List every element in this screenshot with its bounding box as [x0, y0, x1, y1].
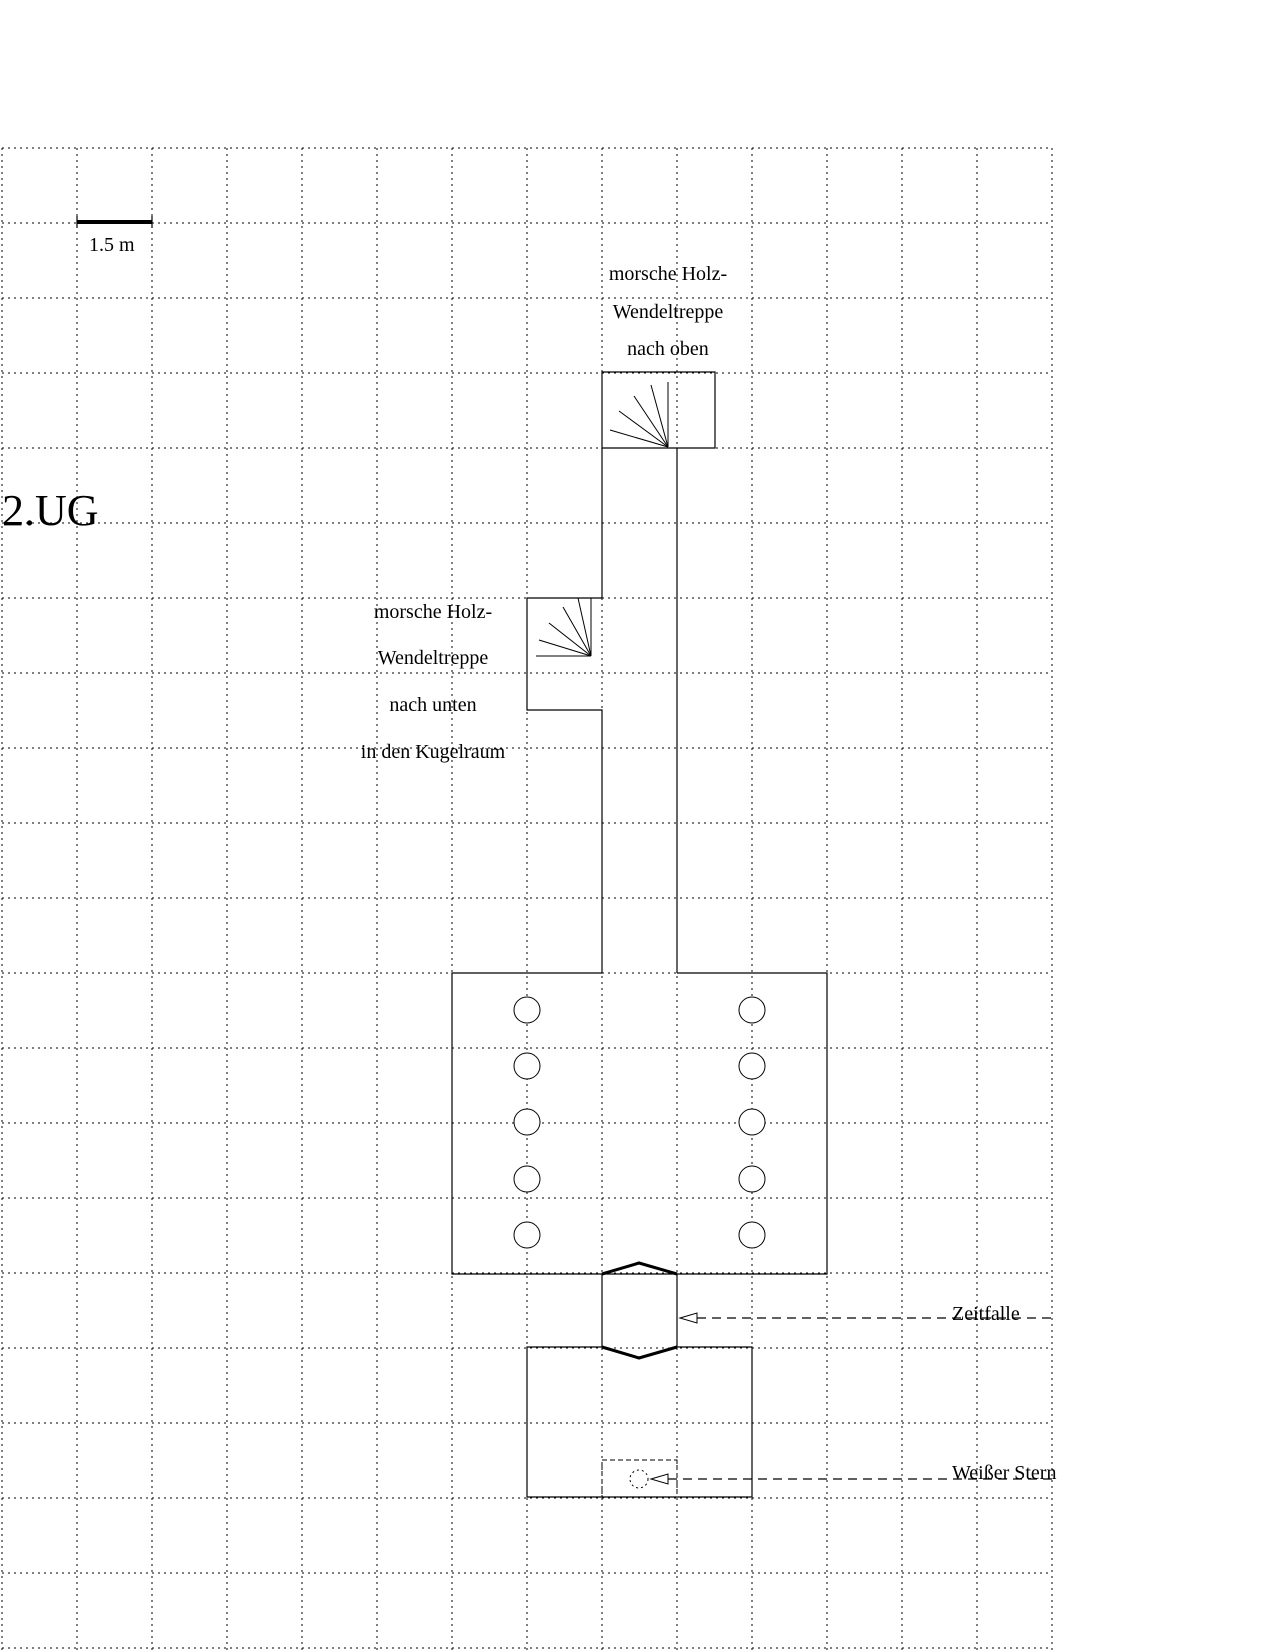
corridor-left-wall — [526, 448, 603, 973]
pillars — [513, 996, 766, 1249]
time-trap-label: Zeitfalle — [952, 1303, 1020, 1325]
level-label: 2.UG — [2, 486, 99, 535]
upper-stair-fan — [609, 382, 669, 448]
pillar — [513, 1052, 541, 1080]
time-trap-pointer — [678, 1312, 1052, 1324]
scale-bar: 1.5 m — [76, 216, 153, 256]
pillar — [738, 1052, 766, 1080]
pillar — [738, 1108, 766, 1136]
stairs-down-line-1: morsche Holz- — [374, 601, 492, 623]
scale-label: 1.5 m — [89, 234, 135, 256]
time-trap-gates — [601, 1261, 678, 1360]
white-star-label: Weißer Stern — [952, 1462, 1056, 1484]
stairs-down-label: morsche Holz- Wendeltreppe nach unten in… — [361, 601, 506, 763]
pillar — [513, 1221, 541, 1249]
stairs-up-label: morsche Holz- Wendeltreppe nach oben — [609, 263, 727, 360]
pillar — [738, 1165, 766, 1193]
stairs-down-line-2: Wendeltreppe — [378, 647, 489, 669]
white-star-marker — [629, 1469, 649, 1489]
lower-room — [526, 1346, 753, 1498]
stairs-up-line-1: morsche Holz- — [609, 263, 727, 285]
walls — [451, 371, 828, 1498]
upper-stair-room — [601, 371, 716, 449]
lower-stair-fan — [536, 597, 592, 657]
pillar — [513, 1108, 541, 1136]
stairs-down-line-4: in den Kugelraum — [361, 741, 506, 763]
stairs-up-line-2: Wendeltreppe — [613, 301, 724, 323]
white-star-pointer — [649, 1473, 1052, 1485]
pillar-hall — [451, 972, 828, 1275]
stairs-down-line-3: nach unten — [389, 694, 476, 716]
pillar — [738, 996, 766, 1024]
pillar — [513, 996, 541, 1024]
pillar — [513, 1165, 541, 1193]
pillar — [738, 1221, 766, 1249]
stairs-up-line-3: nach oben — [627, 338, 709, 360]
